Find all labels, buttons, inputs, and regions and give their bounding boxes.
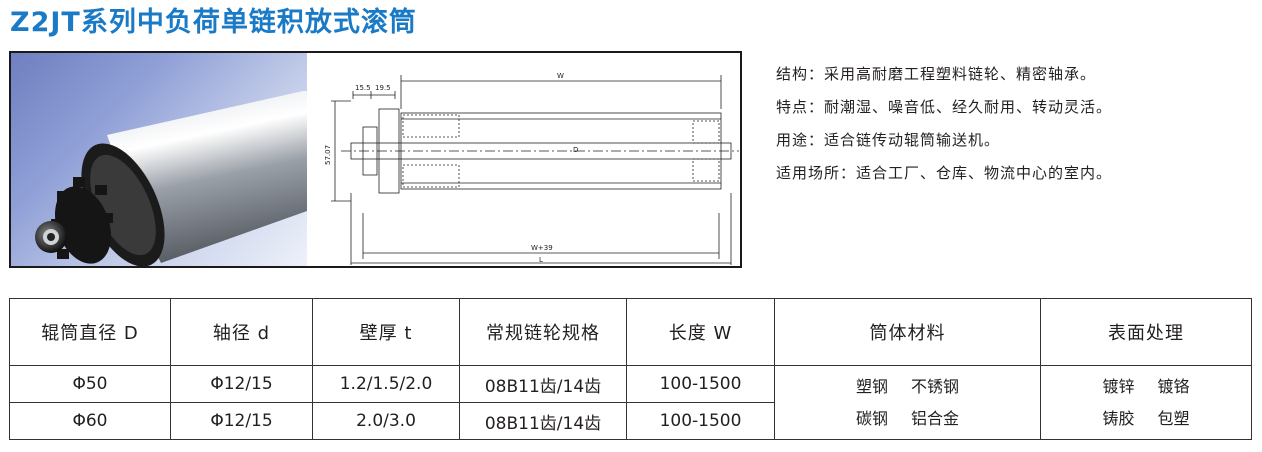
surface-line-2: 铸胶 包塑 [1102,408,1190,428]
product-spec-list: 结构：采用高耐磨工程塑料链轮、精密轴承。 特点：耐潮湿、噪音低、经久耐用、转动灵… [776,58,1246,190]
dim-top: W [557,72,564,80]
cell-length: 100-1500 [626,365,775,403]
cell-wall: 1.2/1.5/2.0 [312,365,460,403]
cell-shaft: Φ12/15 [170,402,313,440]
cell-diameter: Φ60 [9,402,171,440]
right-bearing-hatch [692,120,720,144]
dim-bottom-1: W+39 [531,244,553,252]
spec-application: 适用场所：适合工厂、仓库、物流中心的室内。 [776,164,1113,182]
cell-diameter: Φ50 [9,365,171,403]
dim-bottom-2: L [539,256,543,264]
spec-structure: 结构：采用高耐磨工程塑料链轮、精密轴承。 [776,65,1097,83]
tube-outline [400,112,722,190]
spec-usage: 用途：适合链传动辊筒输送机。 [776,131,1001,149]
left-sprocket-hatch [402,114,460,138]
table-row: Φ60 Φ12/15 2.0/3.0 08B11齿/14齿 100-1500 [9,402,1252,440]
header-surface: 表面处理 [1040,298,1252,366]
dim-left-2: 19.5 [375,84,391,92]
cell-shaft: Φ12/15 [170,365,313,403]
cell-surface: 镀锌 镀铬 铸胶 包塑 [1040,365,1252,440]
technical-drawing: 15.5 19.5 W 57.07 D W+39 L [311,53,740,266]
cell-material: 塑钢 不锈钢 碳钢 铝合金 [774,365,1041,440]
cell-wall: 2.0/3.0 [312,402,460,440]
dim-left-1: 15.5 [355,84,371,92]
dim-center: D [573,146,578,154]
header-sprocket-spec: 常规链轮规格 [459,298,627,366]
spec-features: 特点：耐潮湿、噪音低、经久耐用、转动灵活。 [776,98,1113,116]
header-shaft-diameter: 轴径 d [170,298,313,366]
table-header-row: 辊筒直径 D 轴径 d 壁厚 t 常规链轮规格 长度 W 筒体材料 表面处理 [9,298,1252,366]
material-line-2: 碳钢 铝合金 [855,408,960,428]
header-wall-thickness: 壁厚 t [312,298,460,366]
header-length: 长度 W [626,298,775,366]
header-roller-diameter: 辊筒直径 D [9,298,171,366]
dim-vertical: 57.07 [324,145,332,165]
header-material: 筒体材料 [774,298,1041,366]
material-line-1: 塑钢 不锈钢 [855,376,960,396]
spec-table: 辊筒直径 D 轴径 d 壁厚 t 常规链轮规格 长度 W 筒体材料 表面处理 Φ… [9,298,1252,440]
cell-sprocket: 08B11齿/14齿 [459,402,627,440]
surface-line-1: 镀锌 镀铬 [1102,376,1190,396]
table-row: Φ50 Φ12/15 1.2/1.5/2.0 08B11齿/14齿 100-15… [9,365,1252,440]
roller-illustration [35,91,307,266]
roller-photo [11,53,307,266]
cell-sprocket: 08B11齿/14齿 [459,365,627,403]
shaft [350,142,732,160]
page-title: Z2JT系列中负荷单链积放式滚筒 [10,7,417,38]
cell-length: 100-1500 [626,402,775,440]
product-image-panel: 15.5 19.5 W 57.07 D W+39 L [9,51,742,268]
